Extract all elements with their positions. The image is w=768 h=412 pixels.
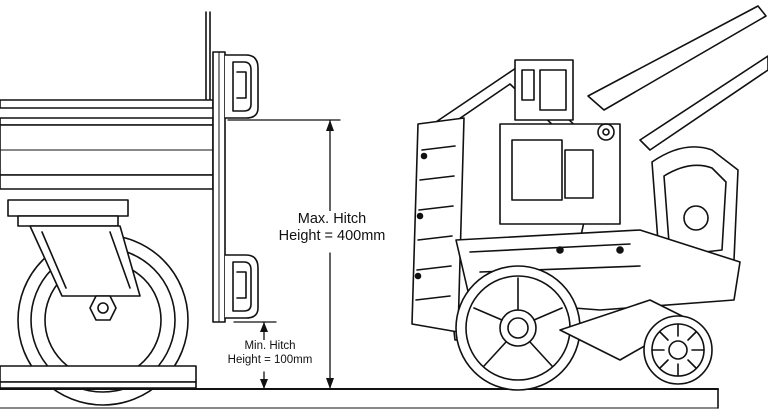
min-hitch-label: Min. Hitch Height = 100mm <box>212 340 328 368</box>
max-hitch-label-line1: Max. Hitch <box>297 211 367 227</box>
min-hitch-label-line1: Min. Hitch <box>244 340 296 352</box>
max-hitch-dimension <box>227 119 341 390</box>
max-hitch-label-line2: Height = 400mm <box>278 228 386 245</box>
arrow-down-icon <box>260 379 268 389</box>
arrow-down-icon <box>326 378 334 389</box>
cart-illustration <box>0 11 259 406</box>
max-hitch-label: Max. Hitch Height = 400mm <box>262 211 402 246</box>
arrow-up-icon <box>260 322 268 332</box>
min-hitch-dimension <box>233 321 277 390</box>
tug-illustration <box>411 5 768 391</box>
arrow-up-icon <box>326 120 334 131</box>
min-hitch-label-line2: Height = 100mm <box>227 353 313 366</box>
ground-line <box>0 388 719 409</box>
